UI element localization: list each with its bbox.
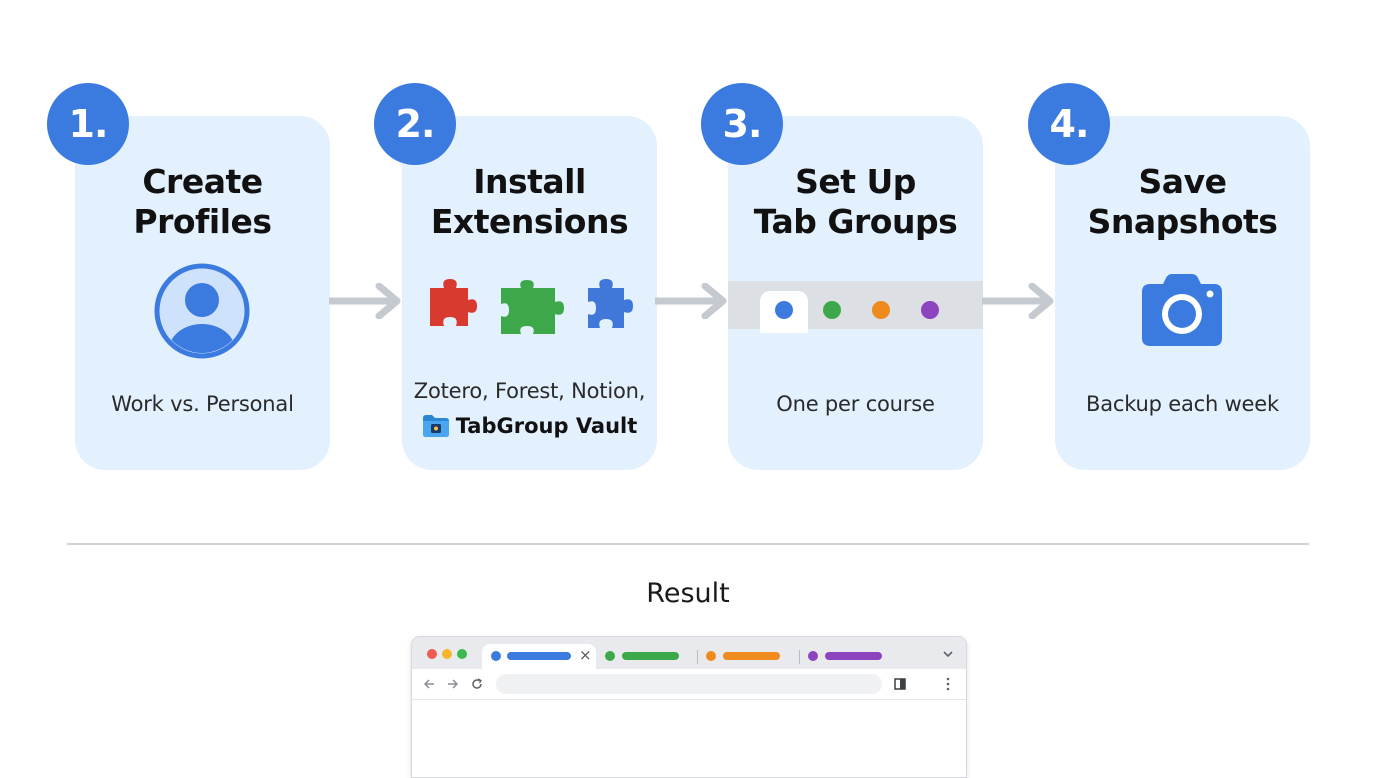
forward-arrow-icon xyxy=(448,679,459,689)
step-title: Save Snapshots xyxy=(1055,162,1310,242)
back-arrow-icon xyxy=(423,679,434,689)
close-tab-icon: × xyxy=(579,646,592,664)
arrow-right-icon xyxy=(329,283,401,319)
address-bar xyxy=(496,674,882,694)
arrow-right-icon xyxy=(982,283,1054,319)
purple-tab-group-dot xyxy=(921,301,939,319)
reload-icon xyxy=(472,678,482,689)
section-divider xyxy=(67,543,1309,545)
arrow-right-icon xyxy=(655,283,727,319)
result-title: Result xyxy=(646,578,730,609)
tab-separator xyxy=(697,650,698,664)
side-panel-icon xyxy=(894,678,906,690)
red-puzzle-piece-icon xyxy=(430,279,477,326)
orange-group-bar xyxy=(723,652,780,660)
vault-folder-icon xyxy=(422,415,449,437)
user-profile-icon xyxy=(154,263,250,359)
step-title-line: Install xyxy=(473,162,586,201)
step-number-badge: 1. xyxy=(47,83,129,165)
chevron-down-icon xyxy=(943,651,953,658)
orange-tab-group-dot xyxy=(872,301,890,319)
step-subtitle: Zotero, Forest, Notion, xyxy=(413,379,646,403)
blue-tab-group-dot xyxy=(775,301,793,319)
camera-icon xyxy=(1142,274,1222,346)
green-puzzle-piece-icon xyxy=(501,280,564,334)
step-title: Create Profiles xyxy=(75,162,330,242)
close-window-light xyxy=(427,649,437,659)
blue-group-bar xyxy=(507,652,571,660)
tab-strip-icon xyxy=(728,281,983,333)
step-card-4: Save Snapshots Backup each week xyxy=(1055,116,1310,470)
step-card-1: Create Profiles Work vs. Personal xyxy=(75,116,330,470)
step-number-badge: 3. xyxy=(701,83,783,165)
blue-group-dot xyxy=(491,651,501,661)
step-subtitle: Backup each week xyxy=(1086,392,1279,416)
step-title: Set Up Tab Groups xyxy=(728,162,983,242)
step-subtitle: Work vs. Personal xyxy=(111,392,294,416)
tabgroup-vault-label: TabGroup Vault xyxy=(402,412,657,438)
purple-group-bar xyxy=(825,652,882,660)
step-subtitle: One per course xyxy=(776,392,935,416)
tabgroup-vault-text: TabGroup Vault xyxy=(455,414,638,438)
green-group-bar xyxy=(622,652,679,660)
browser-tab-bar: × xyxy=(412,637,966,670)
green-group-dot xyxy=(605,651,615,661)
step-title-line: Save xyxy=(1138,162,1227,201)
step-title-line: Create xyxy=(142,162,263,201)
green-tab-group-dot xyxy=(823,301,841,319)
minimize-window-light xyxy=(442,649,452,659)
browser-window-mockup: × xyxy=(411,636,967,778)
step-number-badge: 2. xyxy=(374,83,456,165)
step-title-line: Snapshots xyxy=(1087,202,1278,241)
browser-active-tab: × xyxy=(482,644,596,670)
step-title-line: Tab Groups xyxy=(753,202,958,241)
step-number-badge: 4. xyxy=(1028,83,1110,165)
blue-puzzle-piece-icon xyxy=(588,279,633,328)
orange-group-dot xyxy=(706,651,716,661)
step-title: Install Extensions xyxy=(402,162,657,242)
step-title-line: Set Up xyxy=(795,162,916,201)
step-title-line: Profiles xyxy=(133,202,272,241)
more-menu-icon xyxy=(946,677,950,691)
zoom-window-light xyxy=(457,649,467,659)
purple-group-dot xyxy=(808,651,818,661)
tab-separator xyxy=(799,650,800,664)
step-title-line: Extensions xyxy=(430,202,629,241)
